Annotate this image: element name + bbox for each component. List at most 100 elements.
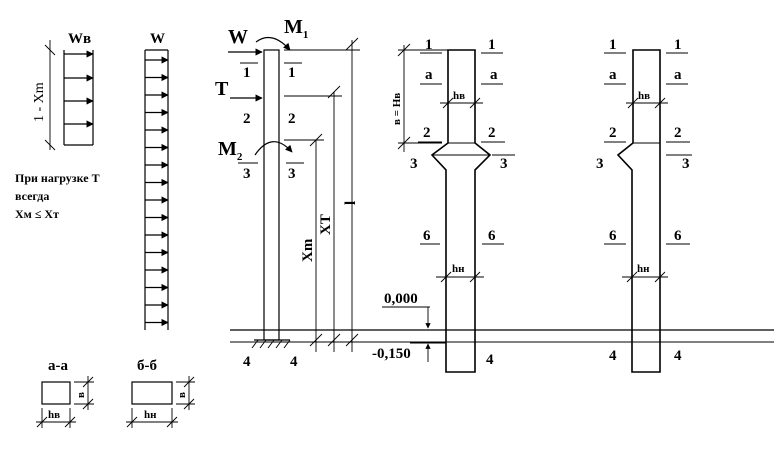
dim-tick (64, 416, 76, 428)
section-1-right: 1 (288, 65, 296, 81)
support-hatch (259, 339, 267, 349)
wind-top-dim-label: 1 - Xm (32, 82, 47, 122)
section-6-right: 6 (674, 228, 682, 244)
dim-tick (626, 271, 638, 283)
dim-tick (36, 416, 48, 428)
force-t-label: T (215, 78, 229, 100)
dim-hv-label: hв (638, 90, 650, 102)
wind-top-load-diagram: Wв 1 - Xm (32, 31, 94, 151)
section-aa-title: а-а (48, 358, 68, 374)
section-4-right: 4 (674, 348, 682, 364)
dim-tick (166, 416, 178, 428)
dim-tick (440, 271, 452, 283)
note-line-2: всегда (15, 189, 49, 203)
section-2-left: 2 (243, 111, 251, 127)
moment-1-label: M1 (284, 16, 308, 41)
dim-hv-label: hв (453, 90, 465, 102)
wind-load-diagram: W (144, 31, 169, 330)
section-4-right: 4 (486, 352, 494, 368)
dim-tick (469, 97, 481, 109)
section-3-left: 3 (243, 166, 251, 182)
dim-hn-label: hн (452, 263, 465, 275)
note-line-3: Xм ≤ Xт (15, 207, 59, 221)
section-a-left: a (609, 67, 617, 83)
section-6-left: 6 (423, 228, 431, 244)
column-outline (430, 49, 492, 373)
dim-l-label: l (343, 201, 359, 205)
dim-tick (327, 333, 341, 347)
section-1-left: 1 (609, 37, 617, 53)
column-scheme: W M1 T M2 1 1 2 2 3 3 4 4 Xm XT (215, 16, 360, 370)
section-aa-b: в (75, 392, 87, 398)
section-bb: б-б hн в (126, 358, 195, 428)
section-4-left: 4 (609, 348, 617, 364)
section-1-left: 1 (425, 37, 433, 53)
support-hatch (275, 339, 283, 349)
column-outline (616, 49, 661, 373)
support-hatch (251, 339, 259, 349)
section-2-left: 2 (609, 125, 617, 141)
dim-xm-label: Xm (300, 238, 316, 262)
section-4-right: 4 (290, 354, 298, 370)
wind-arrows (145, 56, 169, 327)
support-hatch (267, 339, 275, 349)
dim-tick (183, 376, 195, 388)
section-6-right: 6 (488, 228, 496, 244)
section-2-left: 2 (423, 125, 431, 141)
dim-tick (44, 139, 56, 151)
column-body (263, 49, 280, 341)
wind-label: W (150, 31, 165, 47)
dim-hn-label: hн (637, 263, 650, 275)
dim-tick (442, 97, 454, 109)
section-4-left: 4 (243, 354, 251, 370)
section-bb-h: hн (144, 409, 157, 421)
dim-tick (345, 37, 359, 51)
level-minus-label: -0,150 (372, 346, 411, 362)
column-detail-right: 1 a 2 3 6 4 1 a 2 3 6 4 hв hн (596, 37, 692, 373)
dim-tick (82, 376, 94, 388)
section-a-right: a (674, 67, 682, 83)
column-detail-middle: 1 a 2 3 6 1 a 2 3 6 4 hв hн в = H (372, 37, 515, 373)
section-aa-h: hв (48, 409, 60, 421)
dim-tick (82, 398, 94, 410)
level-zero-label: 0,000 (384, 291, 418, 307)
section-3-left: 3 (596, 156, 604, 172)
section-bb-rect (131, 381, 173, 405)
section-3-left: 3 (410, 156, 418, 172)
dim-tick (126, 416, 138, 428)
dim-hb-label: в = Hв (391, 93, 403, 125)
section-2-right: 2 (288, 111, 296, 127)
dim-tick (309, 333, 323, 347)
force-w-label: W (228, 26, 248, 48)
dim-tick (183, 398, 195, 410)
dim-xt-label: XT (318, 214, 334, 235)
moment-1-arrow (255, 36, 291, 51)
dim-tick (654, 97, 666, 109)
wind-top-label: Wв (68, 31, 91, 47)
section-3-right: 3 (500, 156, 508, 172)
section-a-right: a (490, 67, 498, 83)
dim-tick (469, 271, 481, 283)
section-1-right: 1 (674, 37, 682, 53)
section-a-left: a (425, 67, 433, 83)
load-note: При нагрузке Т всегда Xм ≤ Xт (15, 171, 100, 221)
section-1-left: 1 (243, 65, 251, 81)
section-3-right: 3 (682, 156, 690, 172)
section-3-right: 3 (288, 166, 296, 182)
section-2-right: 2 (488, 125, 496, 141)
section-bb-title: б-б (137, 358, 157, 374)
section-bb-b: в (176, 392, 188, 398)
dim-tick (654, 271, 666, 283)
section-aa-rect (41, 381, 71, 405)
dim-tick (44, 44, 56, 56)
section-aa: а-а hв в (36, 358, 94, 428)
moment-2-label: M2 (218, 138, 243, 163)
support-hatch (283, 339, 291, 349)
dim-tick (627, 97, 639, 109)
moment-2-arrow (254, 141, 293, 156)
note-line-1: При нагрузке Т (15, 171, 100, 185)
dim-tick (345, 333, 359, 347)
section-1-right: 1 (488, 37, 496, 53)
section-6-left: 6 (609, 228, 617, 244)
